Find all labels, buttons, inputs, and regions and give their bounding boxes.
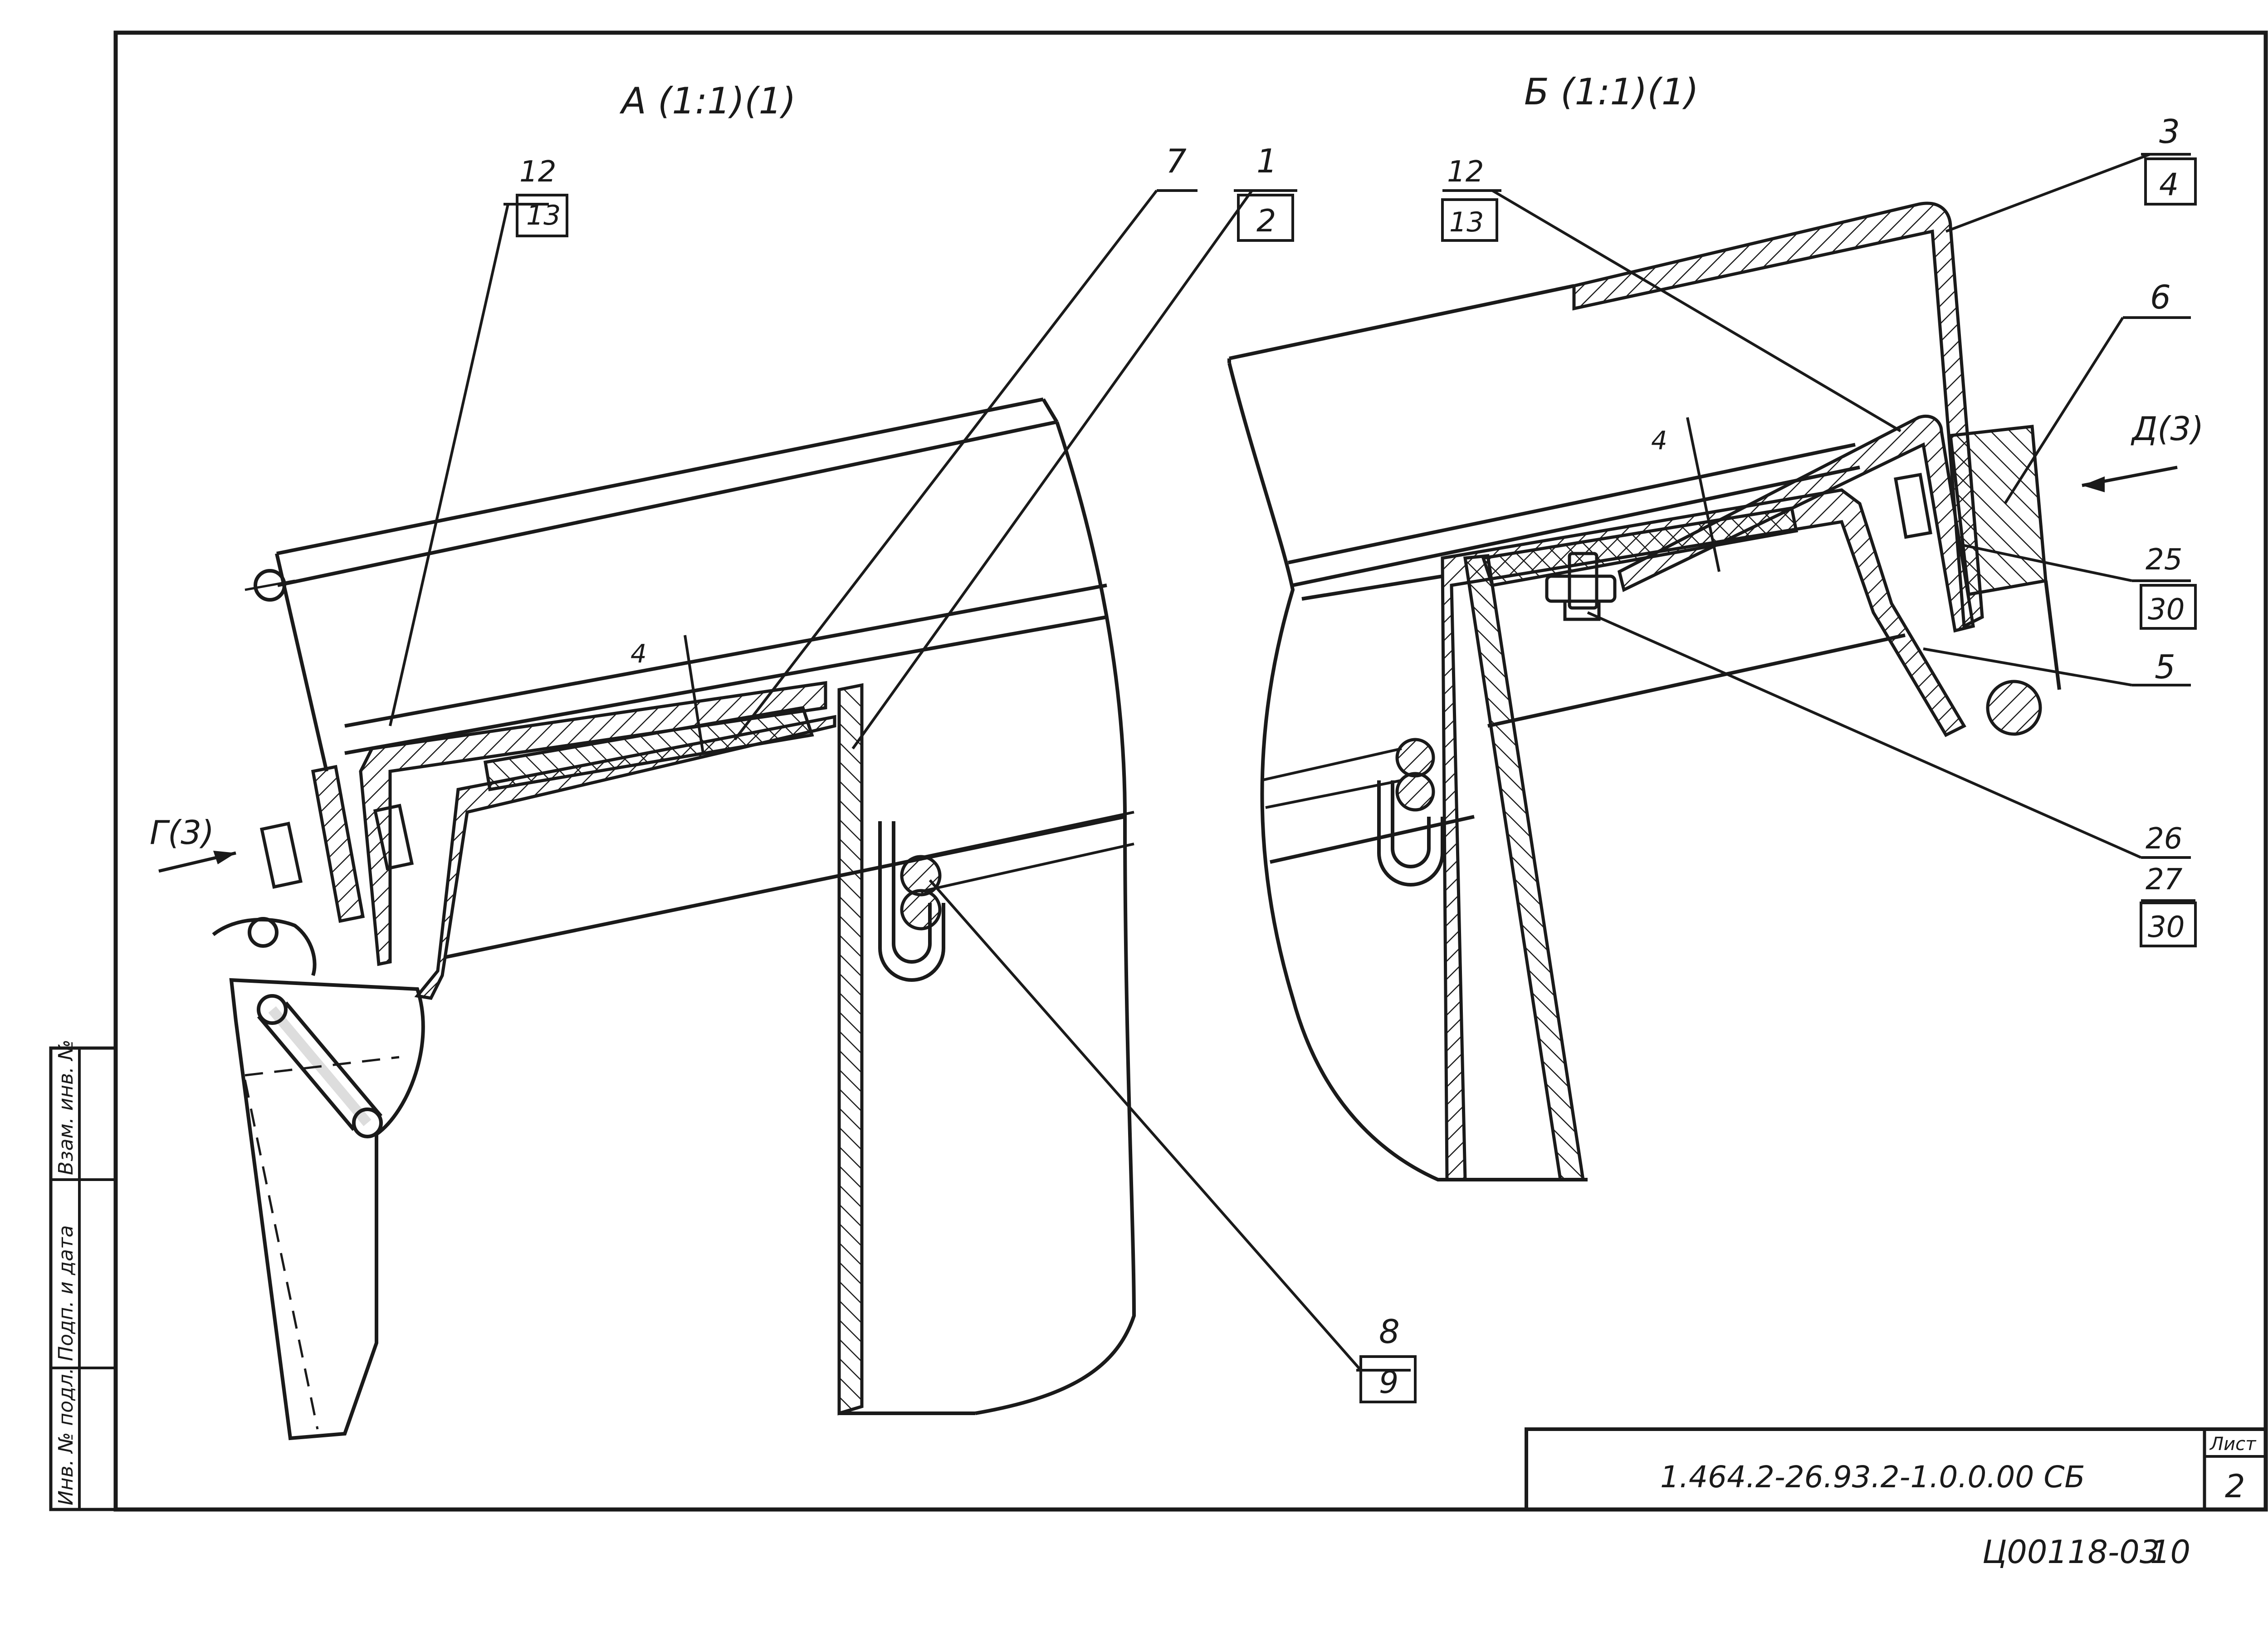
stamp-podp-data: Подп. и дата: [54, 1225, 78, 1361]
view-b-beam: [1227, 363, 1906, 1181]
view-b-bolts: [1545, 473, 1932, 621]
callout-b-30b: 30: [2148, 911, 2185, 944]
callout-b-27: 27: [2146, 863, 2183, 897]
callout-b-5: 5: [2155, 648, 2175, 686]
view-a: А (1:1)(1): [150, 80, 1417, 1441]
view-b-leaders: [1442, 153, 2191, 859]
view-a-dimension: 4: [631, 635, 704, 754]
view-b-title: Б (1:1)(1): [1524, 71, 1699, 113]
view-a-lever: [212, 917, 425, 1441]
view-a-dim-value: 4: [631, 639, 647, 669]
callout-a-8: 8: [1379, 1313, 1400, 1351]
sheet-number: 2: [2225, 1468, 2245, 1505]
view-b-dimension: 4: [1651, 417, 1721, 572]
drawing-designation: 1.464.2-26.93.2-1.0.0.00 СБ: [1660, 1460, 2085, 1495]
callout-a-13: 13: [526, 200, 561, 231]
callout-b-12: 12: [1447, 155, 1484, 189]
view-a-beam: [344, 421, 1136, 1415]
view-b-channel: [1441, 414, 2061, 1181]
callout-b-26: 26: [2146, 822, 2182, 856]
view-b-ubolt: [1261, 738, 1444, 887]
view-a-callouts: 12 13 7 1 2 8 9: [516, 142, 1417, 1403]
view-b-arrow-label: Д(3): [2131, 410, 2204, 448]
callout-b-3: 3: [2159, 113, 2180, 151]
callout-a-1: 1: [1256, 142, 1277, 180]
view-a-plate: [837, 683, 975, 1416]
callout-b-25: 25: [2146, 543, 2182, 577]
callout-b-30a: 30: [2148, 593, 2185, 627]
view-a-cover: [244, 397, 1059, 772]
view-b-plate: [1463, 554, 1585, 1181]
callout-b-4: 4: [2159, 167, 2179, 203]
callout-a-2: 2: [1256, 203, 1276, 239]
view-b-dim-value: 4: [1651, 426, 1667, 456]
title-block: 1.464.2-26.93.2-1.0.0.00 СБ Лист 2: [1525, 1427, 2268, 1511]
view-a-section-arrow: Г(3): [150, 814, 236, 873]
callout-a-12: 12: [519, 155, 556, 189]
stamp-inv-podl: Инв. № подл.: [54, 1367, 78, 1505]
stamp-vzam-inv: Взам. инв. №: [54, 1039, 78, 1175]
view-a-arrow-label: Г(3): [150, 814, 214, 852]
side-stamp: Взам. инв. № Подп. и дата Инв. № подл.: [49, 1039, 117, 1511]
view-b-callouts: 12 13 3 4 6 25 30 5 26 27 30: [1441, 113, 2197, 947]
view-a-bolts: [259, 804, 414, 889]
callout-b-6: 6: [2150, 278, 2171, 316]
callout-b-13: 13: [1449, 206, 1484, 238]
view-b-section-arrow: Д(3): [2082, 410, 2204, 492]
view-a-channel: [311, 681, 836, 1000]
callout-a-7: 7: [1166, 142, 1187, 180]
archive-code: Ц00118-03: [1982, 1534, 2160, 1571]
view-a-ubolt: [878, 811, 1134, 982]
view-b: Б (1:1)(1): [1227, 71, 2204, 1181]
view-a-leaders: [389, 189, 1411, 1372]
archive-page: 10: [2150, 1534, 2190, 1571]
sheet-label: Лист: [2209, 1434, 2257, 1455]
view-a-title: А (1:1)(1): [619, 80, 796, 122]
callout-a-9: 9: [1379, 1365, 1398, 1401]
drawing-frame: [113, 30, 2268, 1512]
